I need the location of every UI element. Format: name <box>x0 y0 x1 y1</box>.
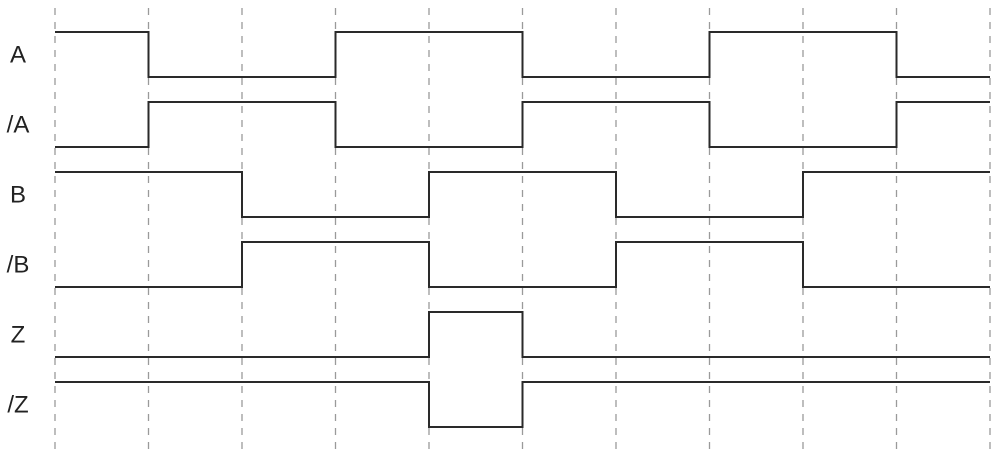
signal-labels: A/A B/B Z/Z <box>7 42 30 419</box>
signal-waveforms <box>55 31 990 428</box>
signal-label-4: Z <box>11 322 26 349</box>
signal-label-0: A <box>10 42 26 69</box>
waveform-0 <box>55 31 990 78</box>
signal-label-1: /A <box>7 112 30 139</box>
signal-label-2: B <box>10 182 26 209</box>
waveform-3 <box>55 241 990 288</box>
waveform-5 <box>55 381 990 428</box>
signal-label-5: /Z <box>7 392 28 419</box>
signal-label-3: /B <box>7 252 30 279</box>
waveform-1 <box>55 101 990 148</box>
waveform-4 <box>55 311 990 358</box>
waveform-2 <box>55 171 990 218</box>
time-grid <box>54 8 991 452</box>
